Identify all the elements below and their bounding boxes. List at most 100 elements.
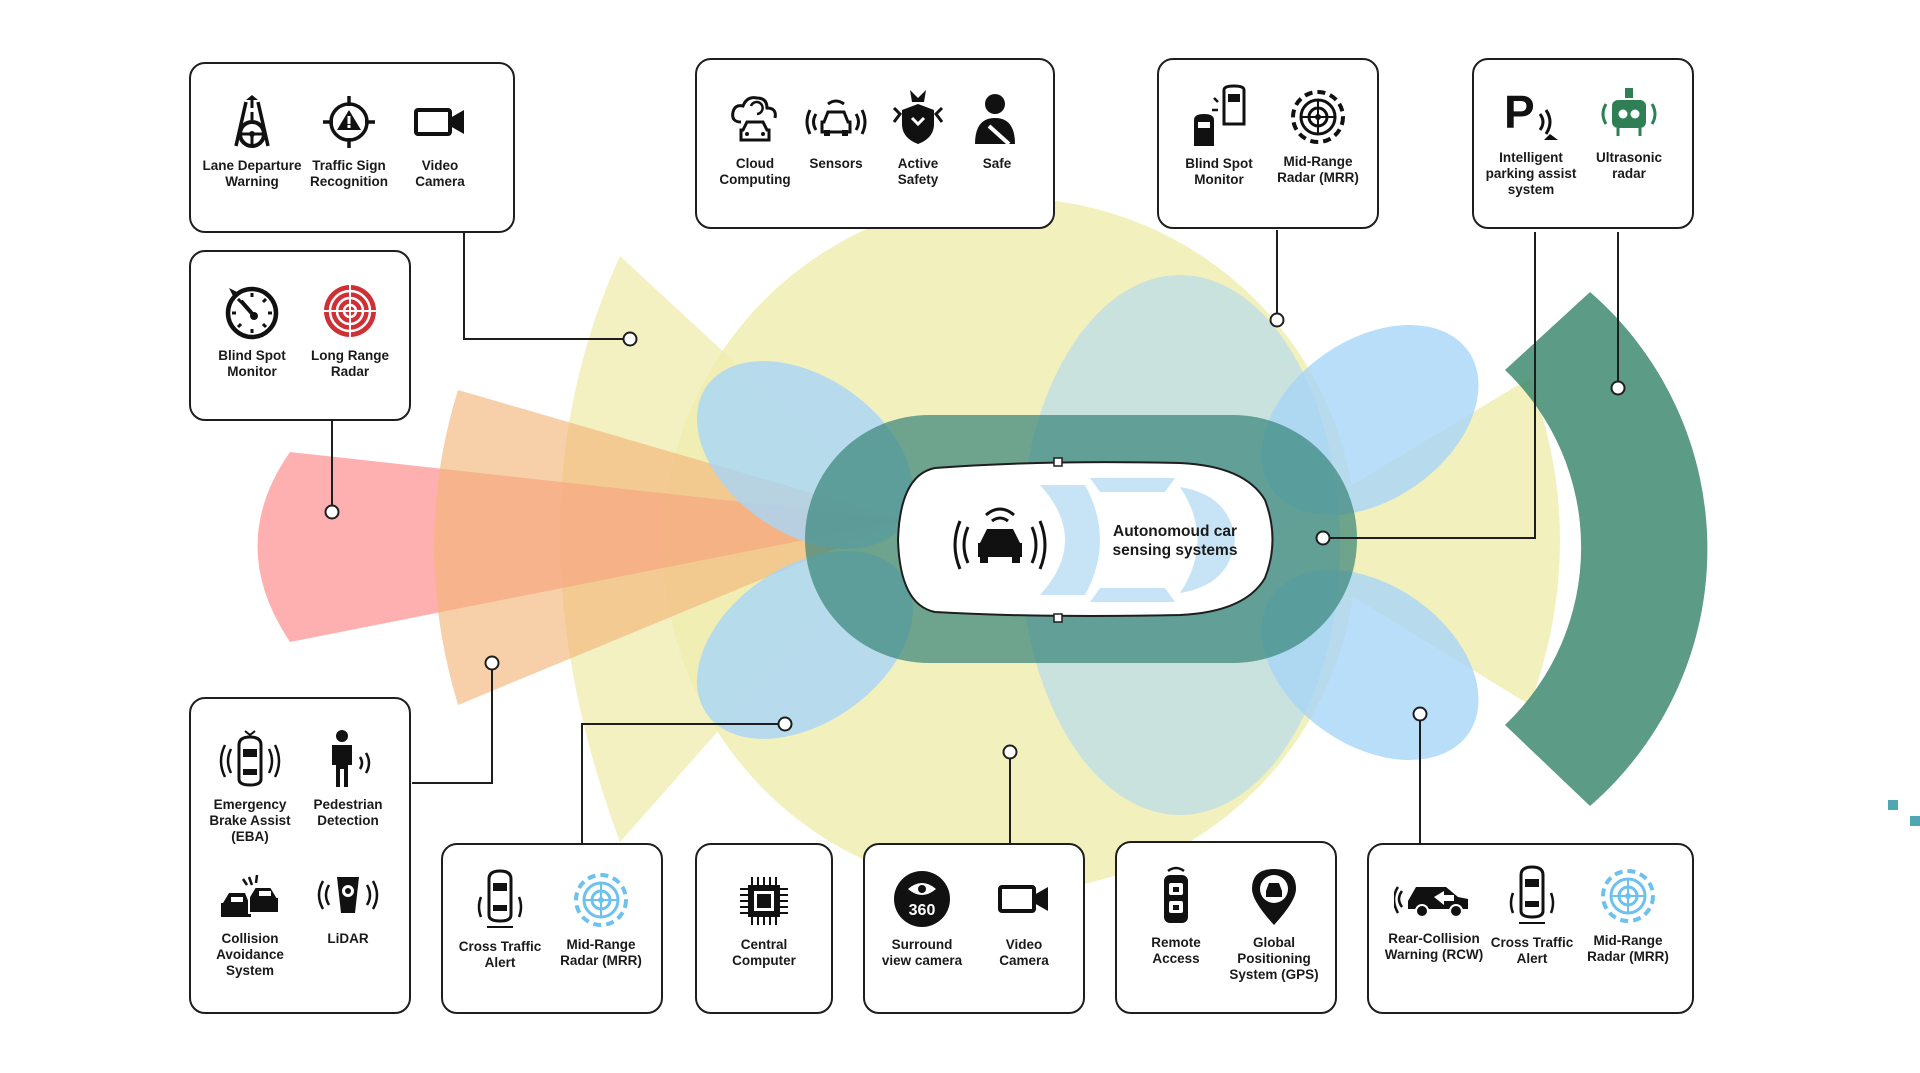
cpu-chip-icon [740, 877, 788, 925]
car-mirror-bottom [1053, 613, 1063, 623]
parking-assist-icon: P [1504, 86, 1558, 140]
rear-collision-item: Rear-Collision Warning (RCW) [1379, 871, 1489, 963]
connector-top-right2-parking [1323, 232, 1536, 539]
lane-departure-icon [234, 95, 270, 148]
item-label: Remote Access [1151, 935, 1201, 966]
sensors-item: Sensors [781, 92, 891, 172]
item-label: Mid-Range Radar (MRR) [1277, 154, 1359, 185]
mid-range-radar-item: Mid-Range Radar (MRR) [1573, 867, 1683, 965]
endpoint-dot [484, 655, 500, 671]
endpoint-dot [1269, 312, 1285, 328]
collision-avoidance-item: Collision Avoidance System [195, 873, 305, 979]
item-label: Lane Departure Warning [202, 158, 302, 189]
emergency-brake-item: Emergency Brake Assist (EBA) [195, 729, 305, 845]
item-label: Safe [982, 156, 1012, 171]
center-title: Autonomoud car sensing systems [1112, 523, 1238, 559]
box-remote-gps: Remote Access Global Positioning System … [1115, 841, 1337, 1014]
item-label: Collision Avoidance System [216, 931, 284, 978]
item-label: Surround view camera [881, 937, 963, 968]
emergency-brake-icon [219, 730, 281, 787]
svg-text:P: P [1504, 86, 1535, 138]
cloud-computing-item: Cloud Computing [700, 92, 810, 188]
sensors-icon [805, 99, 867, 136]
pedestrian-icon [332, 730, 371, 787]
item-label: Active Safety [897, 156, 939, 187]
endpoint-dot [324, 504, 340, 520]
ultrasonic-radar-item: Ultrasonic radar [1574, 84, 1684, 182]
connector-bottom-left [412, 663, 493, 784]
item-label: Rear-Collision Warning (RCW) [1384, 931, 1484, 962]
car-mirror-top [1053, 457, 1063, 467]
item-label: Video Camera [415, 158, 465, 189]
blind-spot-item: Blind Spot Monitor [197, 282, 307, 380]
car-windshield [1040, 485, 1100, 595]
long-range-radar-item: Long Range Radar [295, 282, 405, 380]
box-cameras: 360 Surround view camera Video Camera [863, 843, 1085, 1014]
car-side-window-bottom [1090, 588, 1175, 602]
traffic-sign-item: Traffic Sign Recognition [294, 94, 404, 190]
box-blind-spot-radar: Blind Spot Monitor Long Range Radar [189, 250, 411, 421]
gps-pin-icon [1252, 869, 1296, 925]
item-label: Pedestrian Detection [313, 797, 383, 828]
box-rear-systems: Rear-Collision Warning (RCW) Cross Traff… [1367, 843, 1694, 1014]
item-label: Central Computer [732, 937, 796, 968]
cross-traffic-icon [1509, 865, 1555, 924]
traffic-sign-icon [323, 96, 375, 148]
cross-traffic-icon [477, 869, 523, 928]
svg-text:360: 360 [909, 902, 936, 919]
active-safety-icon [892, 90, 944, 144]
lidar-icon [317, 877, 379, 913]
long-range-radar-icon [324, 285, 376, 337]
item-label: Blind Spot Monitor [1185, 156, 1253, 187]
central-computer-item: Central Computer [709, 873, 819, 969]
connector-top-left [463, 232, 630, 340]
ultrasonic-rear-zone [1505, 292, 1708, 806]
connector-endpoints [324, 312, 1626, 760]
item-label: Video Camera [999, 937, 1049, 968]
gps-item: Global Positioning System (GPS) [1219, 865, 1329, 983]
mid-range-radar-item: Mid-Range Radar (MRR) [1263, 88, 1373, 186]
box-emergency-systems: Emergency Brake Assist (EBA) Pedestrian … [189, 697, 411, 1014]
car-rear-window [1180, 487, 1235, 593]
remote-key-icon [1164, 866, 1188, 923]
mid-range-radar-blue-icon [574, 873, 628, 927]
parking-assist-item: P Intelligent parking assist system [1476, 84, 1586, 198]
item-label: Mid-Range Radar (MRR) [560, 937, 642, 968]
item-label: Sensors [809, 156, 863, 171]
item-label: Traffic Sign Recognition [310, 158, 388, 189]
item-label: Cross Traffic Alert [458, 939, 542, 970]
blind-spot-cars-item: Blind Spot Monitor [1164, 84, 1274, 188]
item-label: LiDAR [327, 931, 369, 946]
item-label: Emergency Brake Assist (EBA) [209, 797, 291, 844]
item-label: Intelligent parking assist system [1485, 150, 1577, 197]
lidar-item: LiDAR [293, 873, 403, 947]
speedometer-icon [225, 286, 279, 340]
item-label: Cross Traffic Alert [1490, 935, 1574, 966]
rear-wide-zone [1260, 378, 1560, 705]
box-central-computer: Central Computer [695, 843, 833, 1014]
video-camera-icon [414, 108, 464, 136]
ultrasonic-radar-icon [1601, 88, 1657, 136]
decorative-mark [1888, 800, 1898, 810]
cloud-computing-icon [731, 96, 777, 142]
blind-spot-cars-icon [1194, 84, 1246, 146]
car-sensing-icon [953, 507, 1047, 570]
endpoint-dot [1315, 530, 1331, 546]
endpoint-dot [1002, 744, 1018, 760]
remote-access-item: Remote Access [1121, 865, 1231, 967]
item-label: Cloud Computing [719, 156, 791, 187]
item-label: Mid-Range Radar (MRR) [1587, 933, 1669, 964]
box-safety-computing: Cloud Computing Sensors Active Safety Sa… [695, 58, 1055, 229]
surround-360-icon: 360 [894, 871, 950, 927]
surround-view-item: 360 Surround view camera [867, 869, 977, 969]
lane-departure-item: Lane Departure Warning [197, 94, 307, 190]
active-safety-item: Active Safety [863, 86, 973, 188]
mid-range-radar-blue-icon [1601, 869, 1655, 923]
item-label: Global Positioning System (GPS) [1229, 935, 1319, 982]
item-label: Long Range Radar [311, 348, 389, 379]
mid-range-radar-item: Mid-Range Radar (MRR) [546, 871, 656, 969]
cross-traffic-item: Cross Traffic Alert [1477, 863, 1587, 967]
box-cross-traffic-mrr: Cross Traffic Alert Mid-Range Radar (MRR… [441, 843, 663, 1014]
autonomous-car [896, 457, 1274, 623]
item-label: Ultrasonic radar [1595, 150, 1663, 181]
